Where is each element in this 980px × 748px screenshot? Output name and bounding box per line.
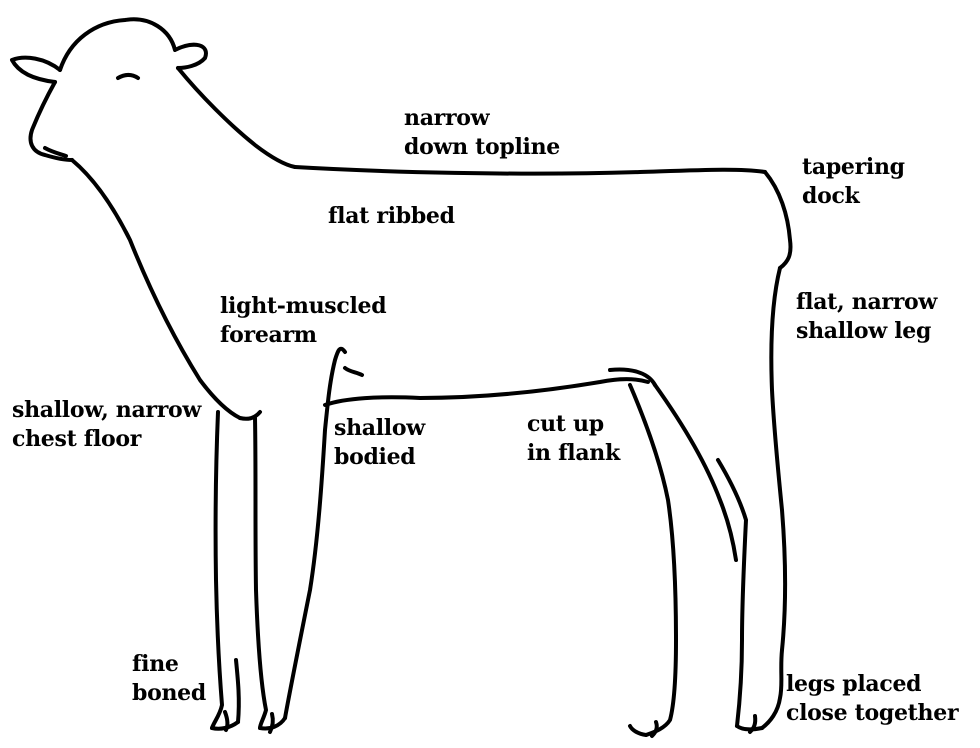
lamb-hoof-split-1 [225,712,227,730]
lamb-hoof-split-3 [652,722,657,736]
lamb-ear [12,58,60,82]
label-chest: shallow, narrow chest floor [12,396,201,454]
label-body: shallow bodied [334,414,425,472]
lamb-chest [240,412,260,419]
lamb-neck-top [178,68,295,167]
lamb-throat [72,160,240,418]
label-stance: legs placed close together [786,670,958,728]
lamb-front-leg-back [255,418,266,728]
label-flank: cut up in flank [527,410,620,468]
label-ribs: flat ribbed [328,202,455,231]
label-forearm: light-muscled forearm [220,292,386,350]
lamb-front-leg-front [212,412,222,728]
lamb-eye [118,75,138,78]
lamb-head [60,19,206,70]
label-leg: flat, narrow shallow leg [796,288,937,346]
lamb-rear-leg-inner [718,460,746,726]
lamb-elbow [345,368,362,375]
lamb-rear-hoof-left [630,726,646,735]
lamb-rear-leg-back [762,268,785,728]
lamb-rear-hoof-right [737,726,762,729]
lamb-rump [765,172,791,268]
lamb-rear-leg-front [630,385,676,735]
lamb-topline [295,167,765,174]
lamb-belly [325,379,648,405]
lamb-second-front-leg [285,349,345,718]
label-topline: narrow down topline [404,104,560,162]
label-dock: tapering dock [802,153,905,211]
lamb-face [31,82,72,160]
label-bone: fine boned [132,650,206,708]
lamb-hoof-split-2 [270,714,273,732]
lamb-front-leg-rear-of-front [236,660,239,722]
